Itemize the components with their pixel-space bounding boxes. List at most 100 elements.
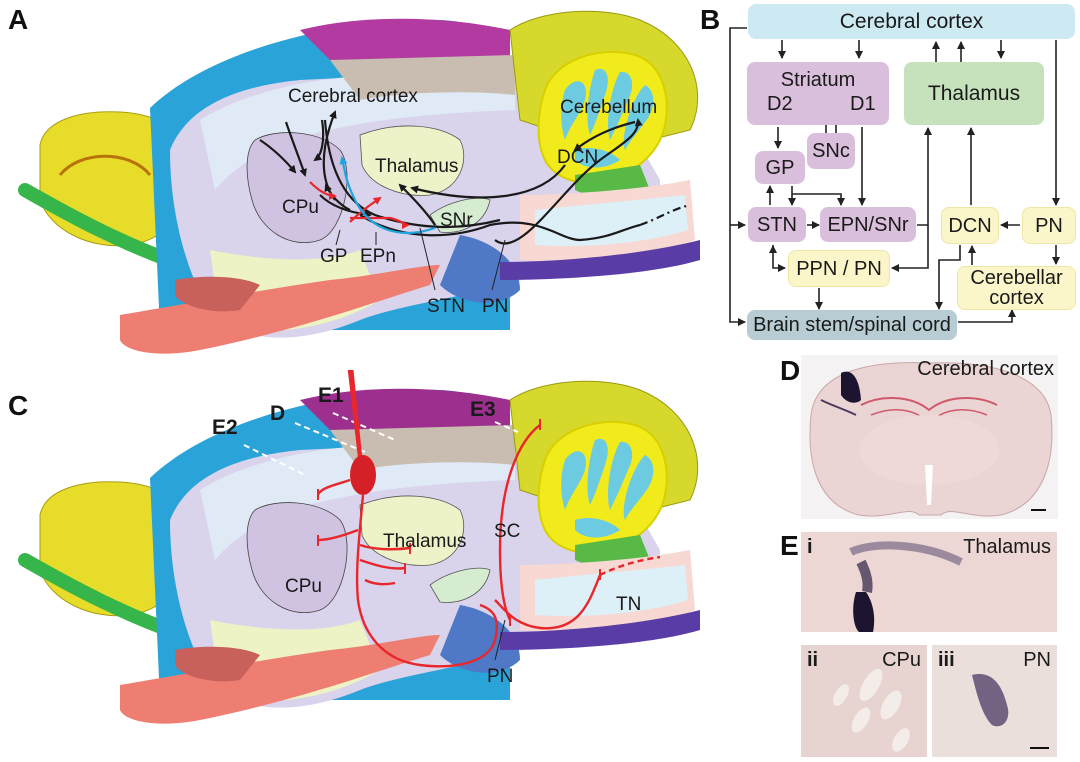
- pathway-arrows-red: [309, 181, 410, 229]
- cerebellum-folia: [561, 68, 654, 168]
- panel-c-brain-diagram: E2 D E1 E3 Thalamus CPu SC TN PN: [18, 370, 700, 724]
- section-line-e1: [332, 412, 396, 441]
- label-a-dcn: DCN: [557, 147, 598, 168]
- medulla-inner: [535, 195, 688, 247]
- micrograph-thalamus: i Thalamus: [801, 532, 1057, 632]
- node-thalamus-label: Thalamus: [927, 82, 1021, 105]
- node-epn-snr: EPN/SNr: [820, 207, 916, 242]
- cerebellum-folia: [561, 438, 654, 538]
- label-a-pn: PN: [482, 296, 508, 317]
- pathway-arrow-blue: [339, 156, 436, 235]
- thalamus-region: [359, 125, 465, 196]
- node-stn-label: STN: [757, 213, 797, 236]
- node-cerebral-cortex: Cerebral cortex: [748, 4, 1075, 39]
- cortex-sagittal-band: [200, 442, 515, 560]
- panel-letter-b: B: [700, 4, 721, 35]
- micrograph-pn-index: iii: [938, 649, 955, 671]
- optic-nerve: [120, 265, 440, 354]
- label-c-tn: TN: [616, 594, 641, 615]
- panel-a-brain-diagram: Cerebral cortex Cerebellum DCN Thalamus …: [18, 10, 700, 354]
- node-epn-snr-label: EPN/SNr: [827, 213, 909, 236]
- cpu-region: [246, 502, 348, 613]
- node-ppn-pn-label: PPN / PN: [796, 257, 882, 280]
- pons-region: [440, 235, 520, 303]
- injection-site: [350, 455, 376, 495]
- medulla-inner: [535, 565, 688, 617]
- coronal-section-drawing: [809, 362, 1053, 517]
- label-a-snr: SNr: [440, 210, 473, 231]
- injection-pipette: [347, 370, 364, 475]
- hippocampus-band: [330, 425, 515, 470]
- panel-letter-e: E: [780, 530, 799, 561]
- micrograph-thalamus-label: Thalamus: [963, 536, 1051, 558]
- micrograph-pn-label: PN: [1023, 649, 1051, 671]
- label-c-pn: PN: [487, 666, 513, 687]
- node-d1-label: D1: [850, 93, 876, 115]
- node-snc-label: SNc: [812, 140, 850, 162]
- section-line-d: [294, 422, 366, 453]
- projection-terminals: [317, 419, 601, 626]
- pn-leader-line: [494, 619, 506, 661]
- label-a-epn: EPn: [360, 246, 396, 267]
- hippocampus-band: [330, 55, 515, 100]
- node-ppn-pn: PPN / PN: [788, 250, 890, 287]
- micrograph-pn-drawing: [932, 645, 1057, 757]
- micrograph-cpu-label: CPu: [882, 649, 921, 671]
- node-cerebellar-cortex-label-2: cortex: [989, 287, 1044, 309]
- panel-letter-a: A: [8, 4, 29, 35]
- pituitary-stalk: [175, 276, 260, 312]
- coronal-section-label: Cerebral cortex: [917, 358, 1054, 380]
- micrograph-thalamus-drawing: [801, 532, 1057, 632]
- label-a-gp: GP: [320, 246, 347, 267]
- node-thalamus: Thalamus: [904, 62, 1044, 125]
- coronal-section-image: Cerebral cortex: [801, 355, 1058, 519]
- micrograph-thalamus-index: i: [807, 536, 813, 558]
- node-brainstem: Brain stem/spinal cord: [747, 310, 957, 340]
- node-pn: PN: [1022, 207, 1076, 244]
- edge-dcn-brainstem: [935, 245, 961, 310]
- label-a-cerebral-cortex: Cerebral cortex: [288, 86, 418, 107]
- micrograph-pn: iii PN: [932, 645, 1057, 757]
- label-c-thalamus: Thalamus: [383, 531, 466, 552]
- panel-letter-c: C: [8, 390, 29, 421]
- label-a-cpu: CPu: [282, 197, 319, 218]
- label-a-thalamus: Thalamus: [375, 156, 458, 177]
- node-d2-label: D2: [767, 93, 793, 115]
- label-c-cpu: CPu: [285, 576, 322, 597]
- edge-stn-ppn: [772, 245, 786, 272]
- node-dcn: DCN: [941, 207, 999, 244]
- node-gp: GP: [755, 151, 805, 184]
- node-snc: SNc: [807, 133, 855, 169]
- node-stn: STN: [748, 207, 806, 242]
- node-striatum-label: Striatum: [780, 69, 856, 91]
- node-pn-label: PN: [1035, 214, 1063, 237]
- edge-cortex-left-trunk: [729, 27, 747, 326]
- brainstem-ventral: [500, 240, 700, 280]
- section-line-e3: [494, 421, 519, 433]
- snr-region: [429, 197, 491, 233]
- section-lines: [243, 412, 519, 476]
- brain-dorsal-magenta: [300, 18, 510, 60]
- edge-gp-epn: [792, 193, 845, 206]
- brainstem-ventral: [500, 610, 700, 650]
- section-label-e3: E3: [470, 398, 496, 421]
- panel-letter-d: D: [780, 355, 801, 386]
- node-cerebellar-cortex: Cerebellar cortex: [957, 266, 1076, 310]
- node-gp-label: GP: [765, 156, 795, 179]
- node-cerebellar-cortex-label-1: Cerebellar: [970, 267, 1063, 289]
- label-c-sc: SC: [494, 521, 520, 542]
- section-label-e1: E1: [318, 384, 344, 407]
- pituitary-stalk: [175, 646, 260, 682]
- edge-epn-thalamus: [917, 127, 932, 226]
- micrograph-cpu: ii CPu: [801, 645, 927, 757]
- micrograph-cpu-drawing: [801, 645, 927, 757]
- edge-epn-ppn: [891, 225, 929, 272]
- edge-brainstem-cerebellar: [958, 309, 1016, 323]
- node-brainstem-label: Brain stem/spinal cord: [753, 314, 951, 336]
- section-label-d: D: [270, 402, 285, 425]
- node-striatum: Striatum D2 D1: [747, 62, 889, 125]
- node-dcn-label: DCN: [948, 214, 992, 237]
- section-line-e2: [243, 444, 306, 476]
- cortex-sagittal-band: [200, 72, 515, 190]
- label-a-stn: STN: [427, 296, 465, 317]
